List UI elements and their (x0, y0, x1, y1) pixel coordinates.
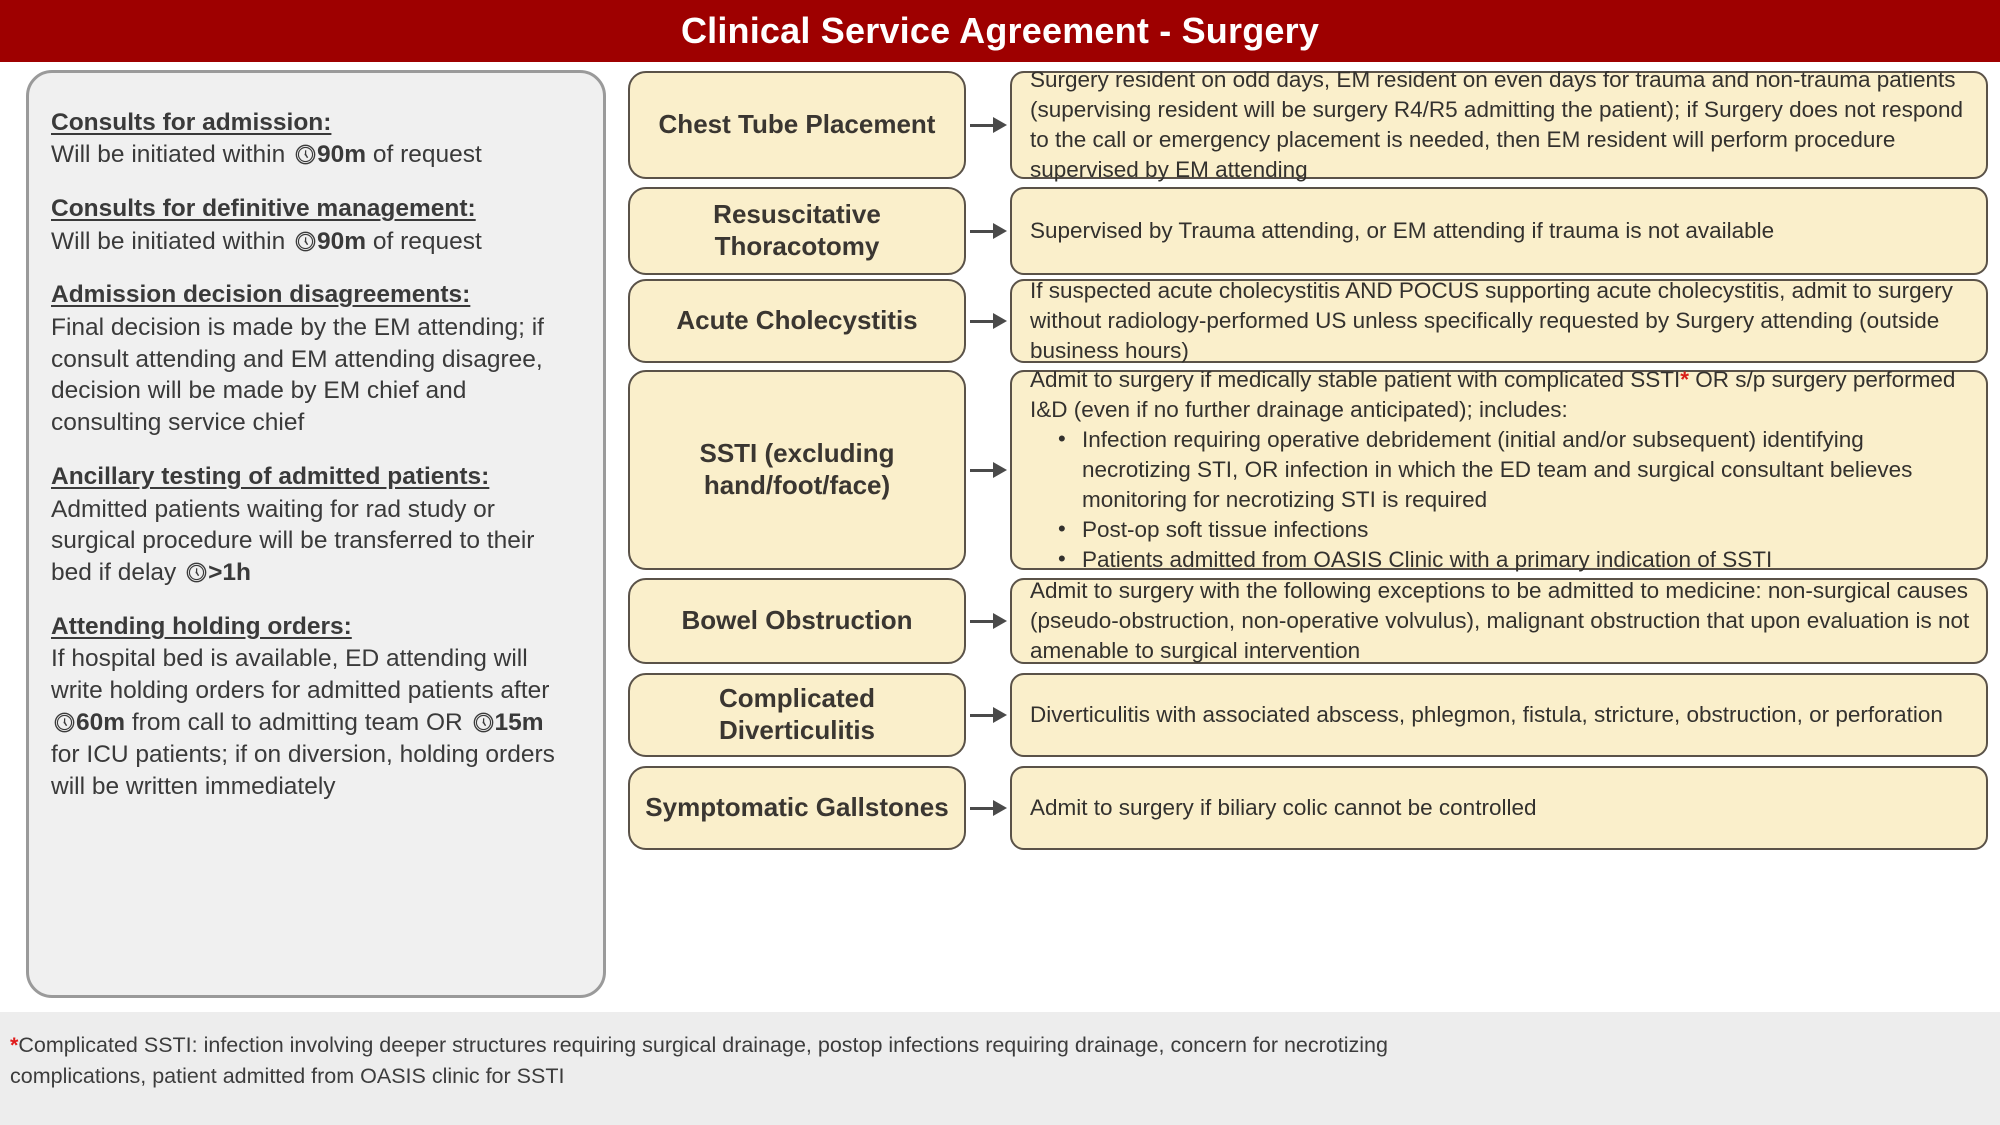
clock-icon (295, 142, 316, 165)
policy-description-text: If suspected acute cholecystitis AND POC… (1030, 278, 1953, 363)
policy-block: Consults for definitive management: Will … (51, 193, 573, 257)
policy-description-box: Surgery resident on odd days, EM residen… (1010, 67, 1988, 182)
condition-label-text: Resuscitative Thoracotomy (713, 199, 881, 261)
footnote: *Complicated SSTI: infection involving d… (10, 1030, 1510, 1091)
policy-block: Consults for admission: Will be initiated… (51, 107, 573, 171)
policy-description-text: Surgery resident on odd days, EM residen… (1030, 67, 1963, 182)
flow-row: SSTI (excluding hand/foot/face) Admit to … (628, 367, 1988, 573)
condition-label-text: Acute Cholecystitis (676, 305, 918, 336)
policy-description-box: Supervised by Trauma attending, or EM at… (1010, 187, 1988, 275)
list-item: Patients admitted from OASIS Clinic with… (1056, 544, 1970, 575)
arrow-right-icon (966, 458, 1010, 482)
policy-block-body: Final decision is made by the EM attendi… (51, 313, 544, 437)
footnote-marker: * (1680, 367, 1690, 393)
policy-description-box: Admit to surgery if medically stable pat… (1010, 367, 1988, 573)
footnote-asterisk: * (10, 1033, 19, 1057)
policy-block: Attending holding orders: If hospital bed… (51, 611, 573, 803)
policy-sidebar-panel: Consults for admission: Will be initiated… (26, 70, 606, 998)
condition-label-box[interactable]: SSTI (excluding hand/foot/face) (628, 370, 966, 570)
policy-text: for ICU patients; if on diversion, holdi… (51, 740, 555, 800)
policy-duration: 90m (317, 141, 367, 169)
condition-label-text: Complicated Diverticulitis (718, 683, 876, 745)
policy-block-heading: Ancillary testing of admitted patients: (51, 463, 490, 491)
policy-block-body: Will be initiated within 90m of request (51, 139, 573, 171)
page-header: Clinical Service Agreement - Surgery (0, 0, 2000, 62)
condition-label-box[interactable]: Symptomatic Gallstones (628, 766, 966, 850)
condition-label-box[interactable]: Bowel Obstruction (628, 578, 966, 664)
policy-block-body: Will be initiated within 90m of request (51, 226, 573, 258)
policy-block-body: Admitted patients waiting for rad study … (51, 494, 573, 590)
policy-block-heading: Admission decision disagreements: (51, 281, 471, 309)
condition-label-text: SSTI (excluding hand/foot/face) (699, 438, 895, 500)
policy-text: Will be initiated within (51, 227, 293, 255)
policy-description-text: Supervised by Trauma attending, or EM at… (1030, 218, 1775, 244)
policy-block: Admission decision disagreements: Final d… (51, 279, 573, 439)
page-title: Clinical Service Agreement - Surgery (680, 10, 1320, 51)
arrow-right-icon (966, 703, 1010, 727)
list-item: Post-op soft tissue infections (1056, 514, 1970, 545)
condition-label-box[interactable]: Complicated Diverticulitis (628, 673, 966, 757)
policy-bullet-list: Infection requiring operative debridemen… (1056, 424, 1970, 575)
policy-description-box: Admit to surgery with the following exce… (1010, 578, 1988, 664)
policy-description-text: Admit to surgery if biliary colic cannot… (1030, 795, 1537, 821)
condition-label-box[interactable]: Acute Cholecystitis (628, 279, 966, 363)
policy-block-body: If hospital bed is available, ED attendi… (51, 643, 573, 802)
arrow-right-icon (966, 219, 1010, 243)
clock-icon (473, 710, 494, 733)
policy-block-heading: Consults for admission: (51, 109, 332, 136)
desc-part: OR s/p surgery performed I&D (even if no… (1030, 367, 1956, 423)
policy-block-heading: Consults for definitive management: (51, 195, 476, 223)
desc-part: Admit to surgery if medically stable pat… (1030, 367, 1681, 393)
arrow-right-icon (966, 609, 1010, 633)
policy-text: If hospital bed is available, ED attendi… (51, 645, 550, 705)
flow-row: Chest Tube Placement Surgery resident on … (628, 67, 1988, 182)
policy-text: of request (366, 141, 482, 169)
condition-label-text: Chest Tube Placement (658, 109, 936, 140)
condition-label-box[interactable]: Resuscitative Thoracotomy (628, 187, 966, 275)
policy-block: Ancillary testing of admitted patients: A… (51, 461, 573, 589)
policy-text: of request (366, 227, 482, 255)
policy-text: from call to admitting team OR (125, 709, 470, 737)
policy-description-text: Admit to surgery with the following exce… (1030, 578, 1970, 663)
policy-duration: 60m (76, 709, 126, 737)
clock-icon (186, 560, 207, 583)
list-item: Infection requiring operative debridemen… (1056, 424, 1970, 515)
policy-description-box: Diverticulitis with associated abscess, … (1010, 673, 1988, 757)
arrow-right-icon (966, 309, 1010, 333)
condition-label-text: Symptomatic Gallstones (645, 792, 949, 823)
clock-icon (295, 229, 316, 251)
policy-description-box: If suspected acute cholecystitis AND POC… (1010, 278, 1988, 363)
policy-block-heading: Attending holding orders: (51, 613, 352, 641)
page-footer: *Complicated SSTI: infection involving d… (0, 1012, 2000, 1125)
footnote-text: Complicated SSTI: infection involving de… (10, 1033, 1388, 1088)
policy-duration: 90m (317, 227, 367, 255)
condition-label-box[interactable]: Chest Tube Placement (628, 71, 966, 179)
arrow-right-icon (966, 113, 1010, 137)
flow-row: Bowel Obstruction Admit to surgery with t… (628, 578, 1988, 664)
policy-duration: >1h (208, 559, 252, 587)
policy-text: Will be initiated within (51, 141, 293, 169)
policy-description-box: Admit to surgery if biliary colic cannot… (1010, 766, 1988, 850)
policy-description-text: Admit to surgery if medically stable pat… (1030, 365, 1970, 425)
policy-text: Admitted patients waiting for rad study … (51, 495, 535, 587)
arrow-right-icon (966, 796, 1010, 820)
condition-label-text: Bowel Obstruction (681, 605, 913, 636)
policy-description-text: Diverticulitis with associated abscess, … (1030, 702, 1943, 728)
flow-row: Resuscitative Thoracotomy Supervised by T… (628, 187, 1988, 275)
clock-icon (54, 710, 75, 733)
flow-row: Acute Cholecystitis If suspected acute ch… (628, 278, 1988, 363)
policy-duration: 15m (494, 709, 544, 737)
flow-row: Symptomatic Gallstones Admit to surgery i… (628, 766, 1988, 850)
flow-row: Complicated Diverticulitis Diverticulitis… (628, 673, 1988, 757)
